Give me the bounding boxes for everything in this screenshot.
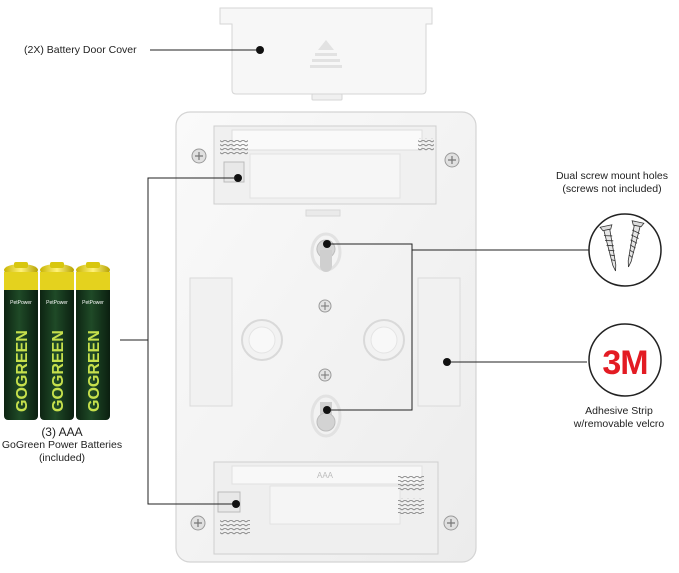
battery-door-cover xyxy=(219,7,433,101)
mount-pad-left xyxy=(241,319,283,361)
center-screw-icon xyxy=(318,368,332,382)
compartment-label: AAA xyxy=(317,471,334,480)
callout-dot xyxy=(323,240,331,248)
callout-dot xyxy=(256,46,264,54)
keyhole-mount-hole xyxy=(310,394,342,438)
callout-dot xyxy=(323,406,331,414)
mount-pad-right xyxy=(363,319,405,361)
corner-screw-icon xyxy=(190,515,206,531)
screw-hole-bracket-line xyxy=(331,243,413,411)
battery: PetPower GOGREEN xyxy=(40,262,74,420)
battery-badge: PetPower xyxy=(82,300,104,306)
center-screw-icon xyxy=(318,299,332,313)
spring xyxy=(398,498,424,514)
spring xyxy=(418,138,434,152)
battery-badge: PetPower xyxy=(10,300,32,306)
callout-dot xyxy=(234,174,242,182)
battery-bracket-line xyxy=(147,177,236,505)
screws-illustration xyxy=(588,213,662,287)
screw-holes-label: Dual screw mount holes (screws not inclu… xyxy=(555,170,669,195)
battery: PetPower GOGREEN xyxy=(4,262,38,420)
battery-brand-text: GOGREEN xyxy=(50,330,67,412)
adhesive-strip-left xyxy=(189,277,233,407)
device-back-plate: AAA xyxy=(175,111,477,563)
corner-screw-icon xyxy=(443,515,459,531)
battery-door-cover-label: (2X) Battery Door Cover xyxy=(24,44,137,56)
adhesive-strip-right xyxy=(417,277,461,407)
battery-brand-text: GOGREEN xyxy=(14,330,31,412)
corner-screw-icon xyxy=(191,148,207,164)
battery-brand-text: GOGREEN xyxy=(86,330,103,412)
corner-screw-icon xyxy=(444,152,460,168)
screw-icon xyxy=(599,224,617,272)
batteries-label: (3) AAA GoGreen Power Batteries (include… xyxy=(1,425,123,464)
screw-icon xyxy=(627,220,645,268)
battery: PetPower GOGREEN xyxy=(76,262,110,420)
spring xyxy=(398,476,424,492)
callout-dot xyxy=(443,358,451,366)
3m-logo-text: 3M xyxy=(602,344,647,382)
top-battery-compartment xyxy=(213,125,437,205)
3m-logo: 3M xyxy=(588,323,662,397)
spring xyxy=(220,140,248,156)
battery-badge: PetPower xyxy=(46,300,68,306)
adhesive-strip-label: Adhesive Strip w/removable velcro xyxy=(573,405,665,430)
callout-dot xyxy=(232,500,240,508)
bottom-battery-compartment: AAA xyxy=(213,461,439,555)
arrow-up-icon xyxy=(310,40,342,68)
spring xyxy=(220,520,250,536)
aaa-batteries: PetPower GOGREEN PetPower GOGREEN PetPow… xyxy=(4,262,110,420)
